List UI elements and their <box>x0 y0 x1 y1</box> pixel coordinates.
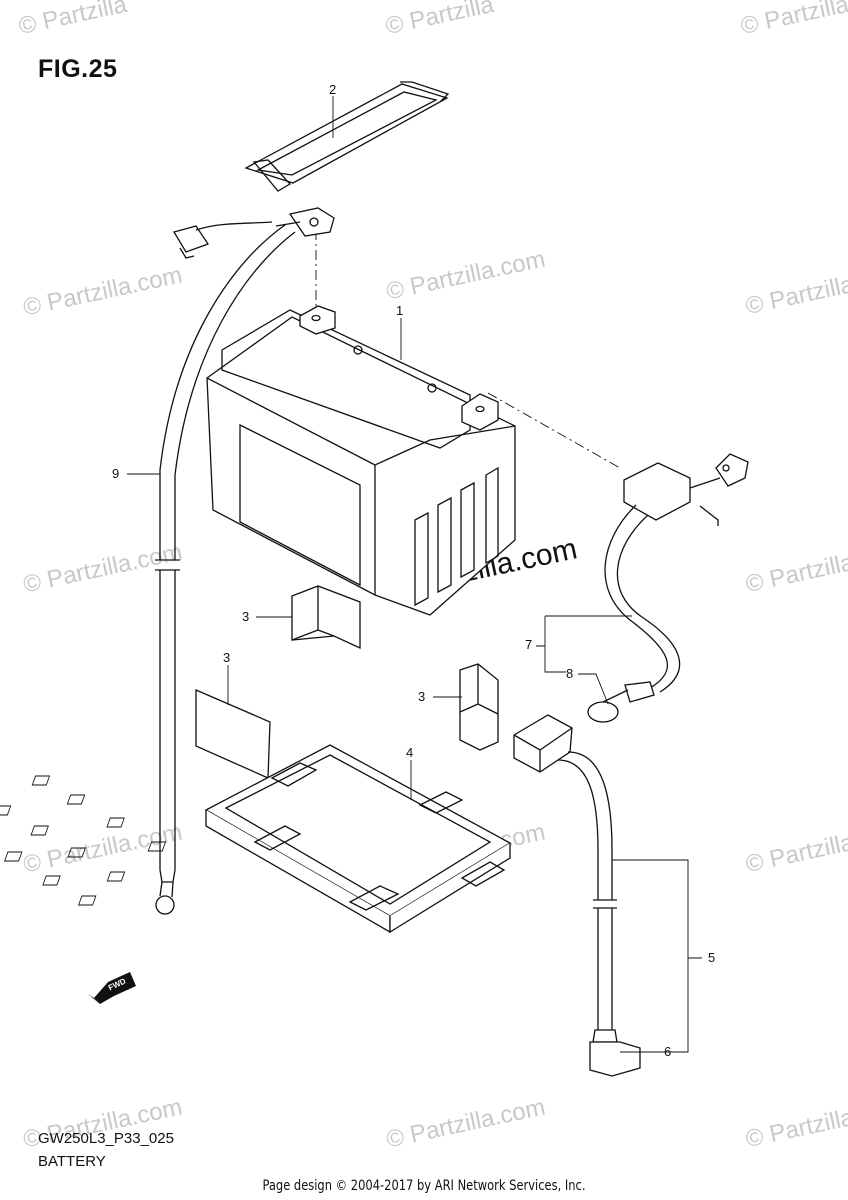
figure-title: FIG.25 <box>38 55 118 83</box>
battery <box>206 305 516 616</box>
battery-band <box>244 81 450 192</box>
figure-code: GW250L3_P33_025 <box>38 1130 174 1147</box>
callout-3: 3 <box>418 689 426 704</box>
callout-9: 9 <box>112 466 120 481</box>
callout-2: 2 <box>329 82 337 97</box>
callout-3: 3 <box>242 609 250 624</box>
callout-3: 3 <box>223 650 231 665</box>
starter-lead <box>513 714 641 1077</box>
callout-1: 1 <box>396 303 404 318</box>
battery-negative-lead <box>155 207 335 915</box>
callout-6: 6 <box>664 1044 672 1059</box>
callout-4: 4 <box>406 745 414 760</box>
alignment-line <box>487 392 621 469</box>
callout-leaders <box>127 96 702 1053</box>
callout-7: 7 <box>525 637 533 652</box>
callout-5: 5 <box>708 950 716 965</box>
forward-arrow-icon <box>88 972 136 1004</box>
battery-spacer <box>291 585 361 650</box>
battery-tray <box>0 744 512 934</box>
battery-spacer <box>459 663 499 751</box>
battery-positive-lead <box>587 453 749 723</box>
figure-name: BATTERY <box>38 1153 106 1170</box>
battery-spacer <box>195 689 271 779</box>
page-footer: Page design © 2004-2017 by ARI Network S… <box>262 1178 586 1194</box>
callout-8: 8 <box>566 666 574 681</box>
